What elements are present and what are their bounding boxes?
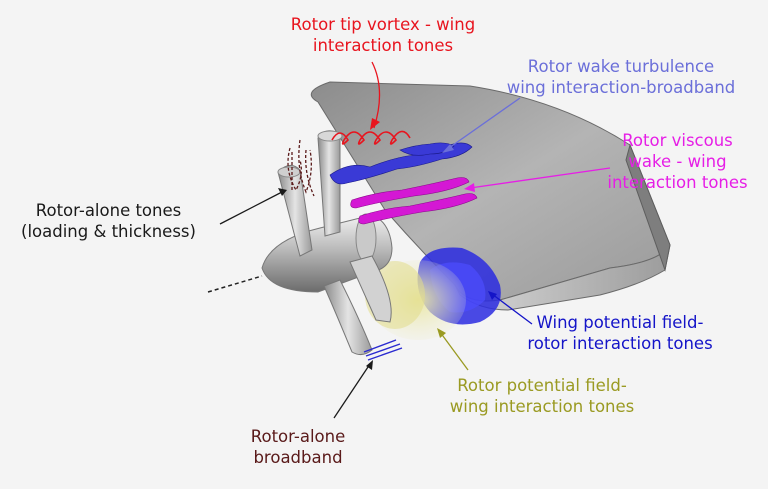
label-rotor-alone-broadband-line2: broadband (253, 448, 343, 467)
label-rotor-potential-line2: wing interaction tones (449, 397, 635, 416)
label-rotor-alone-broadband: Rotor-alone broadband (228, 426, 368, 468)
label-rotor-potential: Rotor potential field- wing interaction … (422, 375, 662, 417)
label-tip-vortex-line1: Rotor tip vortex - wing (290, 15, 476, 34)
wing-tip (625, 143, 671, 272)
label-rotor-alone-tones-line1: Rotor-alone tones (35, 201, 182, 220)
rotor-tip-vortex-helices (287, 139, 315, 197)
arrow-viscous-wake (469, 167, 611, 189)
label-viscous-wake-line2: wake - wing (628, 152, 727, 171)
rotor-blade-lower (323, 279, 373, 356)
rotor-blade-lower-front (349, 255, 392, 323)
label-wake-turbulence: Rotor wake turbulence wing interaction-b… (486, 56, 756, 98)
label-wing-potential: Wing potential field- rotor interaction … (500, 312, 740, 354)
arrow-rotor-alone-broadband (333, 363, 371, 419)
label-rotor-potential-line1: Rotor potential field- (457, 376, 627, 395)
rotor-blades (277, 130, 392, 356)
viscous-wake-streaks (350, 177, 478, 225)
label-viscous-wake-line3: interaction tones (607, 173, 748, 192)
label-viscous-wake-line1: Rotor viscous (622, 131, 733, 150)
annotation-arrows (219, 61, 611, 419)
label-rotor-alone-tones-line2: (loading & thickness) (21, 222, 196, 241)
wake-turbulence-streaks (329, 142, 473, 185)
label-rotor-alone-broadband-line1: Rotor-alone (250, 427, 346, 446)
label-rotor-alone-tones: Rotor-alone tones (loading & thickness) (6, 200, 211, 242)
rotor-axis-line (207, 275, 263, 293)
label-wake-turbulence-line1: Rotor wake turbulence (527, 57, 715, 76)
label-wake-turbulence-line2: wing interaction-broadband (506, 78, 736, 97)
arrow-rotor-potential (439, 331, 469, 371)
rotor-alone-broadband-region (363, 339, 403, 361)
label-tip-vortex: Rotor tip vortex - wing interaction tone… (258, 14, 508, 56)
label-wing-potential-line1: Wing potential field- (536, 313, 704, 332)
arrow-rotor-alone-tones (219, 191, 283, 225)
arrow-wing-potential (491, 293, 533, 325)
label-wing-potential-line2: rotor interaction tones (527, 334, 713, 353)
tip-vortex-helix (331, 130, 411, 145)
rotor-blade-upper-right (317, 130, 341, 237)
arrow-wake-turbulence (445, 97, 521, 151)
label-tip-vortex-line2: interaction tones (312, 36, 454, 55)
label-viscous-wake: Rotor viscous wake - wing interaction to… (590, 130, 765, 193)
